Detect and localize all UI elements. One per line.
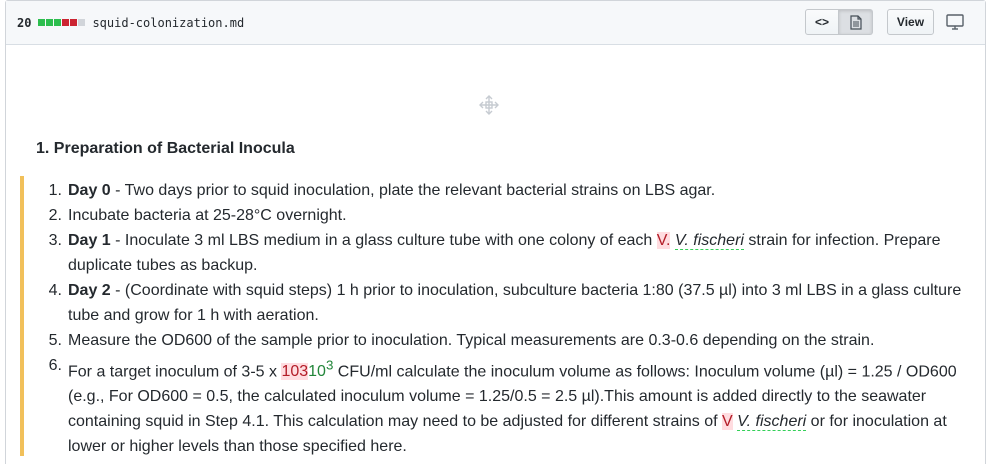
move-icon[interactable] [478,94,500,116]
changed-block-marker [20,176,990,456]
step-number: 6 [44,353,62,378]
view-toggle-group: <> [805,9,873,35]
rich-diff-button[interactable] [839,9,873,35]
diffstat-block [54,19,62,26]
inserted-text: 103 [308,358,333,381]
source-view-button[interactable]: <> [805,9,839,35]
diffstat [38,19,86,26]
steps-list: 1 Day 0 - Two days prior to squid inocul… [48,178,968,459]
inserted-text: V. fischeri [674,232,744,250]
inserted-superscript: 3 [325,358,334,373]
step-text: CFU/ml calculate the inoculum volume as … [68,363,957,431]
diffstat-block [46,19,54,26]
view-file-button[interactable]: View [887,9,934,35]
deleted-text: V [722,413,733,431]
step-text: - Inoculate 3 ml LBS medium in a glass c… [110,232,657,249]
diffstat-block [62,19,70,26]
section-heading: 1. Preparation of Bacterial Inocula [36,140,295,157]
list-item: 5 Measure the OD600 of the sample prior … [48,328,968,353]
step-text: - Two days prior to squid inoculation, p… [110,182,716,199]
diff-count: 20 [17,15,32,30]
file-icon [849,14,862,30]
step-text: Measure the OD600 of the sample prior to… [68,332,875,349]
step-text: - (Coordinate with squid steps) 1 h prio… [68,282,962,324]
genus-abbrev: V. [737,413,752,431]
deleted-text: 103 [281,363,309,381]
step-number: 4 [44,278,62,303]
code-icon: <> [814,15,829,29]
step-text: Incubate bacteria at 25-28°C overnight. [68,207,347,224]
diffstat-block [78,19,86,26]
deleted-text: V. [656,232,671,249]
inserted-base: 10 [308,363,326,381]
step-day: Day 0 [68,182,111,199]
inserted-text: V. fischeri [737,413,807,432]
step-day: Day 1 [68,232,111,249]
step-text: strain for infection. Prepare duplicate … [68,232,941,274]
species-name: fischeri [693,232,744,249]
diffstat-block [70,19,78,26]
step-text: or for inoculation at lower or higher le… [68,413,947,456]
species-name: fischeri [755,413,807,431]
step-day: Day 2 [68,282,111,299]
desktop-icon[interactable] [946,13,964,31]
list-item: 2 Incubate bacteria at 25-28°C overnight… [48,203,968,228]
genus-abbrev: V. [674,232,689,249]
list-item: 3 Day 1 - Inoculate 3 ml LBS medium in a… [48,228,968,278]
step-number: 2 [44,203,62,228]
list-item: 4 Day 2 - (Coordinate with squid steps) … [48,278,968,328]
step-number: 1 [44,178,62,203]
list-item: 1 Day 0 - Two days prior to squid inocul… [48,178,968,203]
file-name[interactable]: squid-colonization.md [92,15,245,30]
diffstat-block [38,19,46,26]
step-number: 3 [44,228,62,253]
step-text: For a target inoculum of 3-5 x [68,363,282,381]
list-item: 6 For a target inoculum of 3-5 x 103103 … [48,353,968,459]
step-number: 5 [44,328,62,353]
